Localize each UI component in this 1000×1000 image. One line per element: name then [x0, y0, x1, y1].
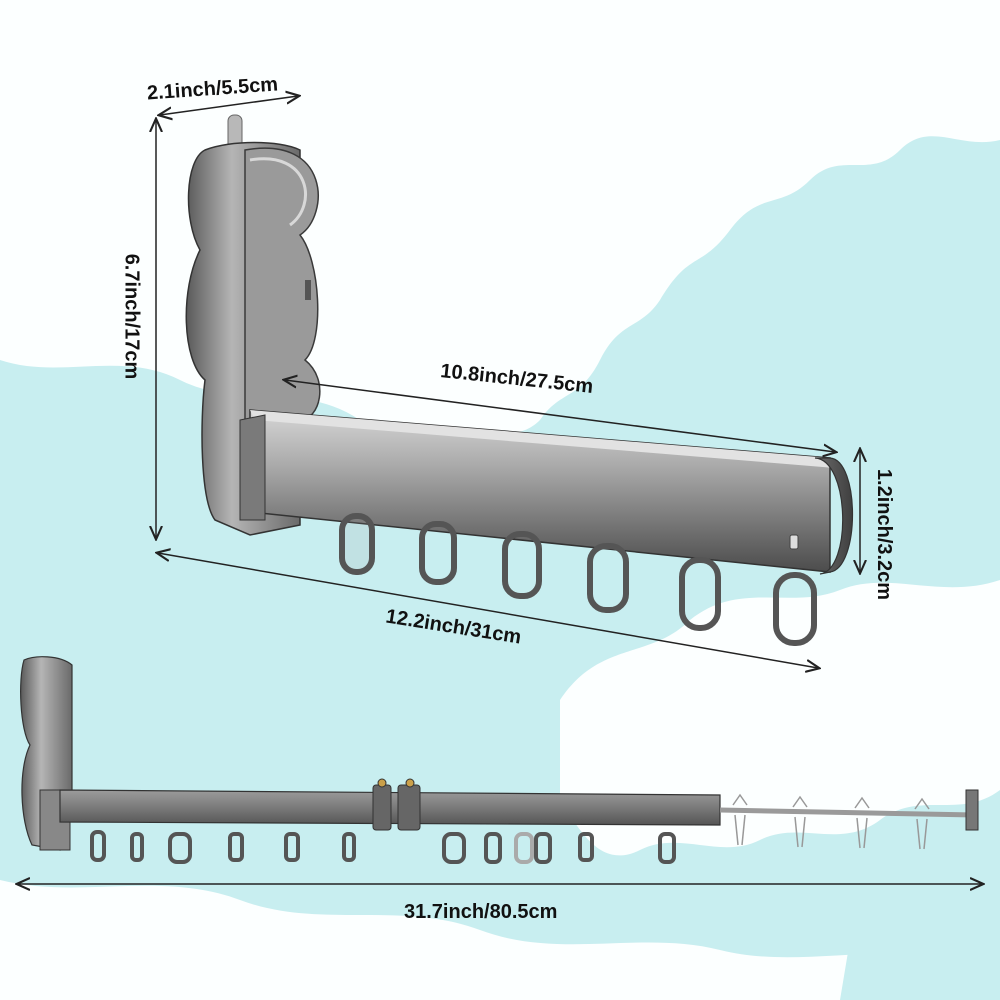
folded-length-arrow	[158, 553, 818, 668]
extended-rack	[20, 656, 979, 864]
end-cap	[965, 789, 979, 831]
bar-height-label: 1.2inch/3.2cm	[873, 468, 896, 601]
joint-left	[372, 784, 392, 831]
extended-length-label: 31.7inch/80.5cm	[404, 901, 558, 923]
joint-right	[397, 784, 421, 831]
extended-hooks	[90, 830, 676, 864]
arm-length-arrow	[285, 380, 835, 452]
depth-arrow	[160, 96, 298, 115]
height-label: 6.7inch/17cm	[120, 253, 143, 380]
clip-hooks	[732, 793, 930, 850]
dimension-arrows	[18, 96, 982, 884]
telescopic-rod	[719, 807, 976, 818]
